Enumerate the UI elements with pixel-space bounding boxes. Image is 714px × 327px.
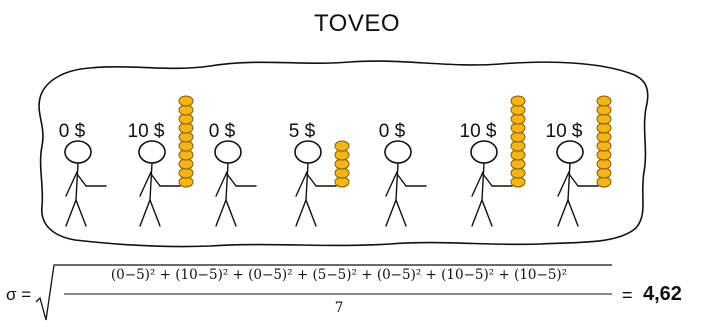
coin-stack [596,95,612,188]
amount-label: 0 $ [59,121,86,142]
person-2: 10 $ [128,95,194,227]
amount-label: 10 $ [128,121,165,142]
stick-figure-head [64,140,92,164]
stick-figure-body [65,162,107,227]
equals-sign: = [622,285,633,305]
result-value: 4,62 [643,283,682,305]
coin-stack [334,140,350,188]
formula-numerator: (0−5)² + (10−5)² + (0−5)² + (5−5)² + (0−… [110,267,568,283]
coin [334,140,350,152]
stick-figure-body [215,162,257,227]
amount-label: 5 $ [289,121,316,142]
square-root-sign [35,264,612,321]
coin [510,95,526,107]
stick-figure-head [384,140,412,164]
person-7: 10 $ [546,95,612,227]
stick-figure-head [294,140,322,164]
person-3: 0 $ [209,121,257,227]
std-dev-formula: σ = (0−5)² + (10−5)² + (0−5)² + (5−5)² +… [0,262,714,322]
stick-figure-head [556,140,584,164]
amount-label: 10 $ [460,121,497,142]
coin-stack [510,95,526,188]
stick-figure-body [139,162,181,227]
coin [178,95,194,107]
person-5: 0 $ [379,121,427,227]
coin [596,95,612,107]
person-6: 10 $ [460,95,526,227]
stick-figure-body [471,162,513,227]
amount-label: 0 $ [209,121,236,142]
stick-figure-body [557,162,599,227]
stick-figure-body [385,162,427,227]
amount-label: 10 $ [546,121,583,142]
coin-stack [178,95,194,188]
sigma-label: σ = [6,285,32,304]
amount-label: 0 $ [379,121,406,142]
stick-figure-head [470,140,498,164]
page-title: TOVEO [313,10,401,37]
stick-figure-body [295,162,337,227]
stick-figure-head [138,140,166,164]
formula-denominator: 7 [334,300,344,316]
person-4: 5 $ [289,121,350,227]
person-1: 0 $ [59,121,107,227]
stick-figure-head [214,140,242,164]
